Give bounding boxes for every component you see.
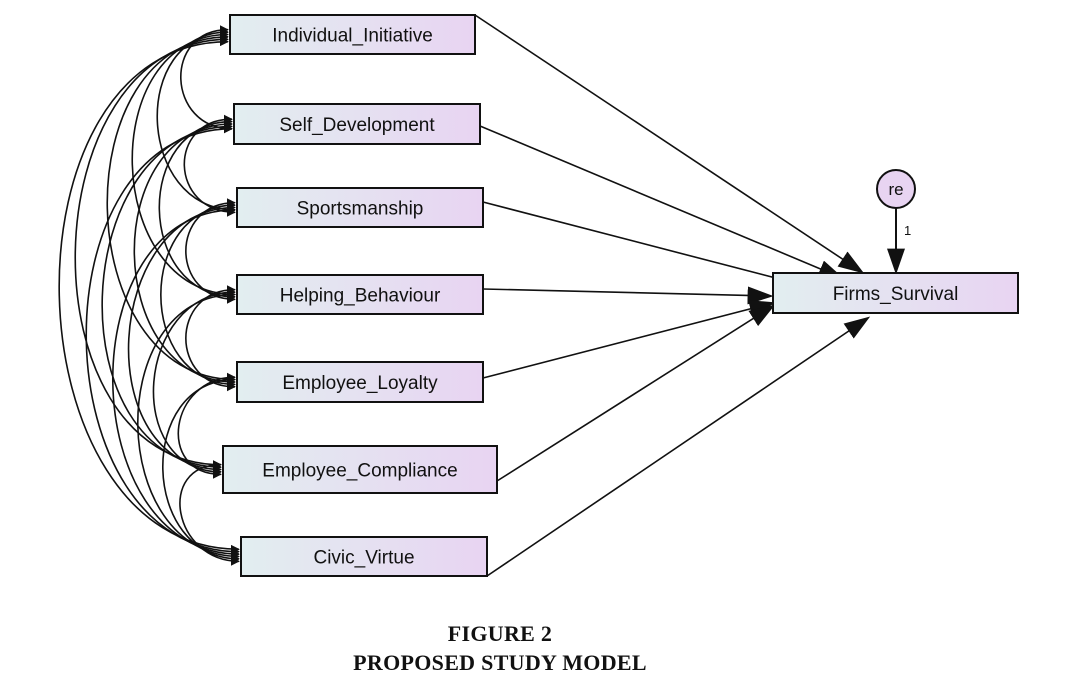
figure-number: FIGURE 2 [447,621,553,646]
path-arrow-individual_initiative [474,14,865,274]
variable-label: Sportsmanship [297,199,424,220]
variable-box-individual_initiative: Individual_Initiative [229,14,476,55]
covariance-arc-sportsmanship-employee_compliance [127,203,236,474]
variable-label: Employee_Compliance [262,461,457,482]
error-term-label: re [888,180,903,199]
covariance-arc-employee_loyalty-employee_compliance [177,372,236,479]
variable-box-employee_loyalty: Employee_Loyalty [236,361,484,403]
covariance-arc-individual_initiative-civic_virtue [58,37,240,554]
path-arrow-sportsmanship [482,201,821,292]
error-path-weight: 1 [904,223,911,238]
path-arrow-civic_virtue [486,316,871,577]
covariance-arc-individual_initiative-employee_compliance [74,34,229,470]
regression-paths: 1 [474,14,911,577]
variable-boxes: Individual_InitiativeSelf_DevelopmentSpo… [222,14,1019,577]
figure-title: PROPOSED STUDY MODEL [353,650,647,675]
covariance-arcs [58,25,240,566]
covariance-arc-self_development-civic_virtue [85,124,240,557]
path-arrow-self_development [479,125,845,280]
variable-box-sportsmanship: Sportsmanship [236,187,484,228]
covariance-arc-helping_behaviour-civic_virtue [137,290,240,561]
variable-box-self_development: Self_Development [233,103,481,145]
variable-label: Civic_Virtue [313,548,414,569]
covariance-arc-individual_initiative-employee_loyalty [106,32,236,385]
variable-box-firms_survival: Firms_Survival [772,272,1019,314]
variable-box-civic_virtue: Civic_Virtue [240,536,488,577]
error-term: re [876,169,916,209]
variable-label: Firms_Survival [833,284,959,305]
variable-box-helping_behaviour: Helping_Behaviour [236,274,484,315]
variable-label: Individual_Initiative [272,26,433,47]
variable-label: Helping_Behaviour [280,286,441,307]
path-arrow-employee_compliance [496,304,776,482]
path-arrow-employee_loyalty [482,300,776,379]
covariance-arc-sportsmanship-civic_virtue [112,205,240,559]
path-arrow-helping_behaviour [482,286,774,305]
variable-box-employee_compliance: Employee_Compliance [222,445,498,494]
covariance-arc-employee_compliance-civic_virtue [179,460,240,566]
variable-label: Self_Development [279,115,435,136]
variable-label: Employee_Loyalty [282,373,438,394]
